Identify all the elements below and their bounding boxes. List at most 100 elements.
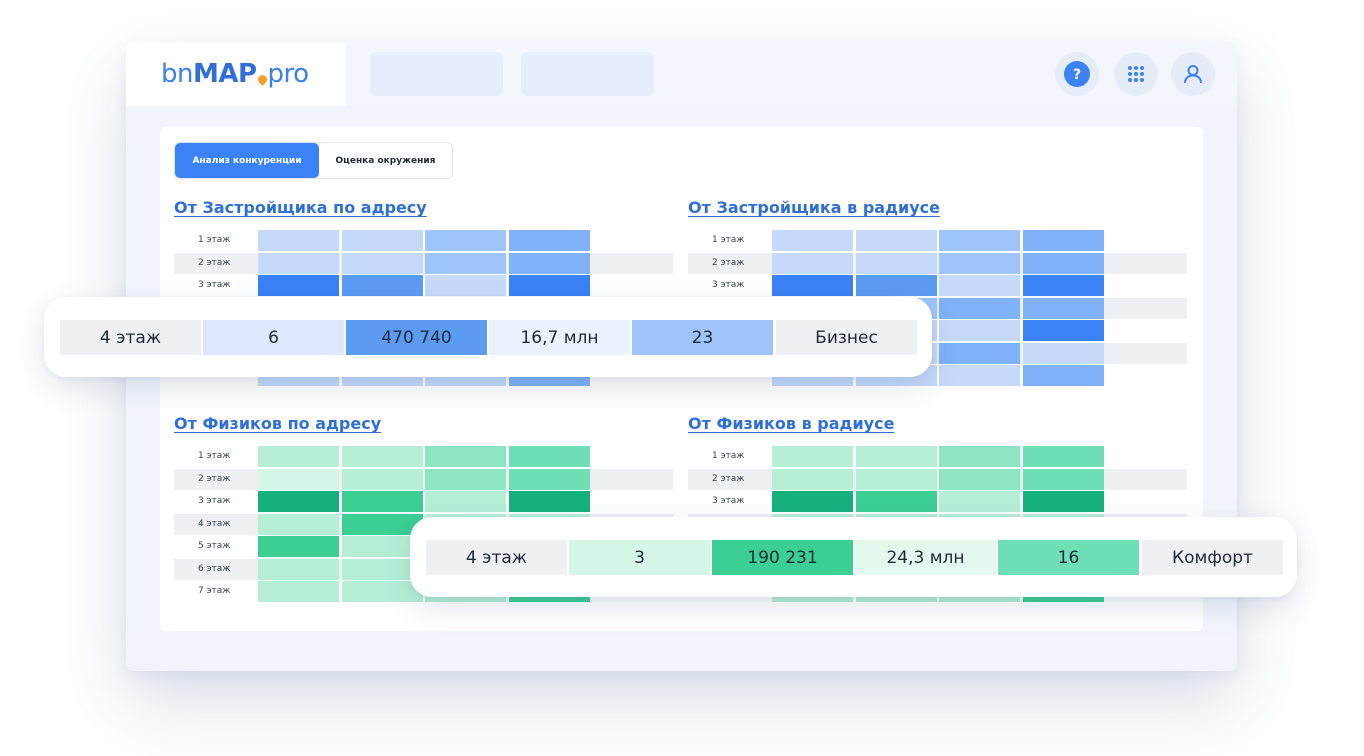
heatmap-cell[interactable] bbox=[1022, 320, 1104, 341]
heatmap-cell[interactable] bbox=[508, 252, 590, 274]
heatmap-cell[interactable] bbox=[508, 446, 590, 467]
heatmap-cell[interactable] bbox=[258, 252, 339, 274]
heatmap-cell[interactable] bbox=[855, 446, 937, 467]
apps-button[interactable] bbox=[1114, 52, 1158, 96]
heatmap-cell[interactable] bbox=[425, 252, 506, 274]
row-stripe bbox=[174, 468, 673, 490]
heatmap-cell[interactable] bbox=[341, 275, 423, 296]
heatmap-cell[interactable] bbox=[341, 558, 423, 580]
row-stripe bbox=[688, 468, 1187, 490]
popup-cell-price: 190 231 bbox=[712, 540, 853, 575]
profile-button[interactable] bbox=[1171, 52, 1215, 96]
heatmap-cell[interactable] bbox=[1022, 275, 1104, 296]
heatmap-cell[interactable] bbox=[341, 513, 423, 535]
heatmap-cell[interactable] bbox=[772, 446, 853, 467]
heatmap-cell[interactable] bbox=[425, 468, 506, 490]
user-icon bbox=[1184, 65, 1202, 84]
heatmap-cell[interactable] bbox=[341, 468, 423, 490]
heatmap-cell[interactable] bbox=[772, 491, 853, 512]
heatmap-cell[interactable] bbox=[258, 230, 339, 251]
quadrant-title[interactable]: От Застройщика в радиусе bbox=[688, 198, 940, 217]
heatmap-cell[interactable] bbox=[855, 275, 937, 296]
heatmap-cell[interactable] bbox=[1022, 446, 1104, 467]
floor-label: 4 этаж bbox=[198, 518, 231, 529]
heatmap-cell[interactable] bbox=[425, 230, 506, 251]
heatmap-cell[interactable] bbox=[772, 275, 853, 296]
heatmap-cell[interactable] bbox=[508, 275, 590, 296]
heatmap-cell[interactable] bbox=[1022, 365, 1104, 386]
heatmap-cell[interactable] bbox=[341, 491, 423, 512]
floor-detail-popup-comfort: 4 этаж 3 190 231 24,3 млн 16 Комфорт bbox=[410, 517, 1297, 597]
heatmap-cell[interactable] bbox=[1022, 297, 1104, 319]
row-stripe bbox=[688, 252, 1187, 274]
heatmap-cell[interactable] bbox=[425, 491, 506, 512]
heatmap-cell[interactable] bbox=[508, 230, 590, 251]
heatmap-cell[interactable] bbox=[939, 342, 1020, 364]
heatmap-cell[interactable] bbox=[341, 446, 423, 467]
heatmap-cell[interactable] bbox=[772, 252, 853, 274]
heatmap-cell[interactable] bbox=[258, 275, 339, 296]
heatmap-cell[interactable] bbox=[508, 491, 590, 512]
heatmap-cell[interactable] bbox=[258, 513, 339, 535]
popup-cell-class: Бизнес bbox=[776, 320, 917, 355]
logo-part-pro: pro bbox=[267, 59, 310, 89]
heatmap-cell[interactable] bbox=[939, 446, 1020, 467]
apps-grid-icon bbox=[1128, 66, 1144, 82]
quadrant-title[interactable]: От Физиков в радиусе bbox=[688, 414, 895, 433]
heatmap-cell[interactable] bbox=[939, 365, 1020, 386]
heatmap-cell[interactable] bbox=[258, 468, 339, 490]
row-stripe bbox=[174, 252, 673, 274]
top-placeholder-button-2[interactable] bbox=[521, 52, 654, 96]
heatmap-cell[interactable] bbox=[425, 275, 506, 296]
heatmap-cell[interactable] bbox=[772, 468, 853, 490]
heatmap-cell[interactable] bbox=[258, 536, 339, 557]
tab-competition-analysis[interactable]: Анализ конкуренции bbox=[175, 143, 319, 178]
heatmap-cell[interactable] bbox=[939, 275, 1020, 296]
floor-label: 1 этаж bbox=[198, 451, 231, 461]
popup-cell-number: 23 bbox=[632, 320, 773, 355]
floor-label: 3 этаж bbox=[712, 280, 745, 290]
heatmap-cell[interactable] bbox=[939, 320, 1020, 341]
location-pin-icon bbox=[255, 73, 269, 86]
heatmap-cell[interactable] bbox=[258, 558, 339, 580]
floor-label: 6 этаж bbox=[198, 563, 231, 574]
floor-label: 3 этаж bbox=[198, 280, 231, 290]
heatmap-cell[interactable] bbox=[258, 491, 339, 512]
heatmap-cell[interactable] bbox=[258, 581, 339, 602]
tab-environment-evaluation[interactable]: Оценка окружения bbox=[335, 155, 436, 166]
heatmap-cell[interactable] bbox=[1022, 491, 1104, 512]
top-placeholder-button-1[interactable] bbox=[370, 52, 503, 96]
floor-label: 2 этаж bbox=[198, 257, 231, 268]
heatmap-cell[interactable] bbox=[939, 491, 1020, 512]
heatmap-cell[interactable] bbox=[1022, 252, 1104, 274]
heatmap-cell[interactable] bbox=[939, 468, 1020, 490]
heatmap-cell[interactable] bbox=[855, 230, 937, 251]
heatmap-cell[interactable] bbox=[1022, 342, 1104, 364]
heatmap-cell[interactable] bbox=[425, 446, 506, 467]
heatmap-cell[interactable] bbox=[1022, 230, 1104, 251]
popup-cell-count: 3 bbox=[569, 540, 710, 575]
quadrant-title[interactable]: От Застройщика по адресу bbox=[174, 198, 427, 217]
svg-text:?: ? bbox=[1073, 67, 1081, 83]
floor-label: 2 этаж bbox=[198, 473, 231, 484]
heatmap-cell[interactable] bbox=[855, 468, 937, 490]
floor-label: 1 этаж bbox=[712, 235, 745, 245]
heatmap-cell[interactable] bbox=[855, 252, 937, 274]
heatmap-cell[interactable] bbox=[772, 230, 853, 251]
heatmap-cell[interactable] bbox=[341, 252, 423, 274]
heatmap-cell[interactable] bbox=[1022, 468, 1104, 490]
heatmap-cell[interactable] bbox=[508, 468, 590, 490]
help-button[interactable]: ? bbox=[1055, 52, 1099, 96]
heatmap-cell[interactable] bbox=[258, 446, 339, 467]
floor-label: 1 этаж bbox=[712, 451, 745, 461]
heatmap-cell[interactable] bbox=[341, 230, 423, 251]
heatmap-cell[interactable] bbox=[341, 581, 423, 602]
heatmap-cell[interactable] bbox=[341, 536, 423, 557]
quadrant-title[interactable]: От Физиков по адресу bbox=[174, 414, 382, 433]
heatmap-cell[interactable] bbox=[855, 491, 937, 512]
heatmap-cell[interactable] bbox=[939, 230, 1020, 251]
heatmap-cell[interactable] bbox=[939, 297, 1020, 319]
heatmap-cell[interactable] bbox=[939, 252, 1020, 274]
